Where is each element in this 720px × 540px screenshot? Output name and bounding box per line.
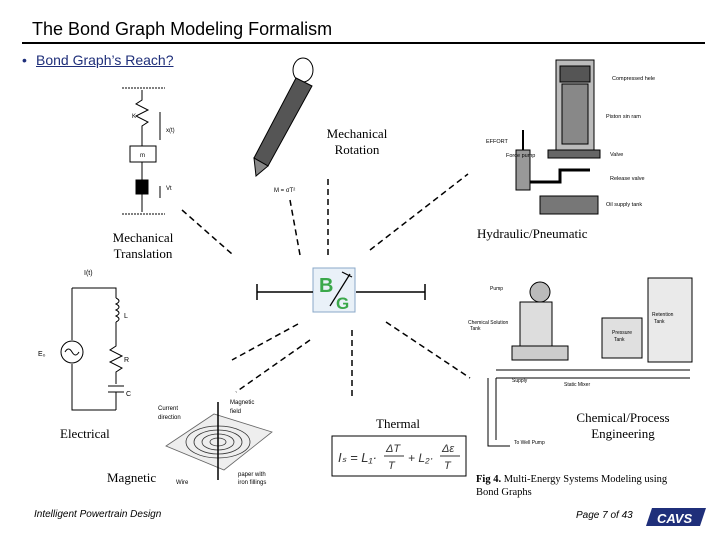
figure-caption: Fig 4. Multi-Energy Systems Modeling usi… (476, 473, 706, 499)
hydraulic-annotations: Compressed hele Piston sin ram EFFORT Fo… (486, 76, 655, 208)
chemical-text-pump: Pump (490, 286, 503, 292)
magnetic-text-filings: iron fillings (238, 480, 266, 486)
hydraulic-text-2: EFFORT (486, 139, 509, 145)
chemical-annotations: Pump Chemical Solution Tank Pressure Tan… (468, 286, 674, 446)
label-chemical-process-line2: Engineering (591, 426, 655, 441)
electrical-text-source: E₀ (38, 351, 46, 358)
mech-rotation-diagram: M = σT² (253, 57, 314, 194)
mech-rotation-formula: M = σT² (274, 188, 295, 194)
label-magnetic: Magnetic (107, 470, 157, 485)
magnetic-text-paper: paper with (238, 472, 266, 478)
mech-translation-label-x: x(t) (166, 128, 175, 134)
magnetic-diagram (165, 402, 273, 480)
hydraulic-text-1: Piston sin ram (606, 114, 641, 120)
figure-caption-text: Multi-Energy Systems Modeling using (501, 474, 668, 485)
hydraulic-text-3: Force pump (506, 153, 535, 159)
label-thermal: Thermal (376, 416, 421, 431)
label-chemical-process-line1: Chemical/Process (576, 410, 670, 425)
bullet-icon: • (22, 52, 27, 68)
label-chemical-process: Chemical/Process Engineering (568, 410, 678, 442)
svg-text:ΔT: ΔT (385, 443, 401, 455)
footer-page-number: Page 7 of 43 (576, 510, 633, 521)
label-mechanical-rotation-line2: Rotation (334, 142, 380, 157)
chemical-text-well: To Well Pump (514, 440, 545, 446)
logo-letter-g: G (336, 294, 349, 313)
chemical-text-pressure-1: Pressure (612, 330, 632, 336)
label-electrical: Electrical (60, 426, 110, 441)
hydraulic-diagram (515, 59, 601, 215)
svg-text:T: T (388, 460, 396, 472)
bullet-text: Bond Graph’s Reach? (36, 52, 174, 68)
label-hydraulic-pneumatic: Hydraulic/Pneumatic (477, 226, 588, 241)
chemical-text-retention-2: Tank (654, 319, 665, 325)
label-mechanical-translation-line2: Translation (113, 246, 173, 261)
mech-translation-label-v: Vt (166, 186, 172, 192)
chemical-text-tank-1: Chemical Solution (468, 320, 509, 326)
magnetic-text-field-2: field (230, 409, 241, 415)
chemical-text-retention-1: Retention (652, 312, 674, 318)
bond-graph-logo: B G (312, 267, 356, 313)
svg-text:Δε: Δε (441, 443, 454, 455)
chemical-text-mixer: Static Mixer (564, 382, 590, 388)
hydraulic-text-0: Compressed hele (612, 76, 655, 82)
title-underline (22, 42, 705, 44)
mech-translation-label-m: m (140, 153, 145, 159)
electrical-annotations: I(t) L R C E₀ (38, 270, 131, 398)
magnetic-text-wire: Wire (176, 480, 189, 486)
mech-translation-label-k: K (132, 114, 136, 120)
cavs-logo-text: CAVS (657, 511, 692, 526)
hydraulic-text-4: Valve (610, 152, 623, 158)
magnetic-text-current-2: direction (158, 415, 181, 421)
svg-text:T: T (444, 460, 452, 472)
label-mechanical-rotation-line1: Mechanical (326, 126, 388, 141)
svg-text:Iₛ = L₁·: Iₛ = L₁· (338, 450, 377, 465)
figure-caption-line2: Bond Graphs (476, 487, 532, 498)
slide-title: The Bond Graph Modeling Formalism (32, 19, 333, 39)
cavs-logo: CAVS (646, 508, 706, 526)
magnetic-text-current-1: Current (158, 406, 178, 412)
logo-letter-b: B (319, 275, 333, 297)
label-mechanical-translation-line1: Mechanical (112, 230, 174, 245)
chemical-text-supply: Supply (512, 378, 528, 384)
footer-left-text: Intelligent Powertrain Design (34, 509, 162, 520)
electrical-diagram (60, 287, 124, 411)
mech-translation-diagram (122, 87, 165, 215)
svg-text:+ L₂·: + L₂· (408, 451, 434, 465)
bullet-item: • Bond Graph’s Reach? (22, 52, 174, 68)
label-mechanical-rotation: Mechanical Rotation (317, 126, 397, 158)
chemical-text-pressure-2: Tank (614, 337, 625, 343)
magnetic-text-field-1: Magnetic (230, 400, 254, 406)
thermal-equation-box: Iₛ = L₁· ΔT T + L₂· Δε T (331, 435, 467, 477)
hydraulic-text-6: Oil supply tank (606, 202, 642, 208)
chemical-text-tank-2: Tank (470, 326, 481, 332)
magnetic-annotations: Current direction Magnetic field paper w… (158, 400, 266, 486)
electrical-text-current: I(t) (84, 270, 93, 277)
chemical-diagram (487, 277, 693, 447)
electrical-text-inductor: L (124, 313, 128, 320)
hydraulic-text-5: Release valve (610, 176, 645, 182)
connector-lines (181, 173, 471, 398)
label-mechanical-translation: Mechanical Translation (103, 230, 183, 262)
figure-caption-bold: Fig 4. (476, 474, 502, 485)
electrical-text-resistor: R (124, 357, 129, 364)
electrical-text-capacitor: C (126, 391, 131, 398)
